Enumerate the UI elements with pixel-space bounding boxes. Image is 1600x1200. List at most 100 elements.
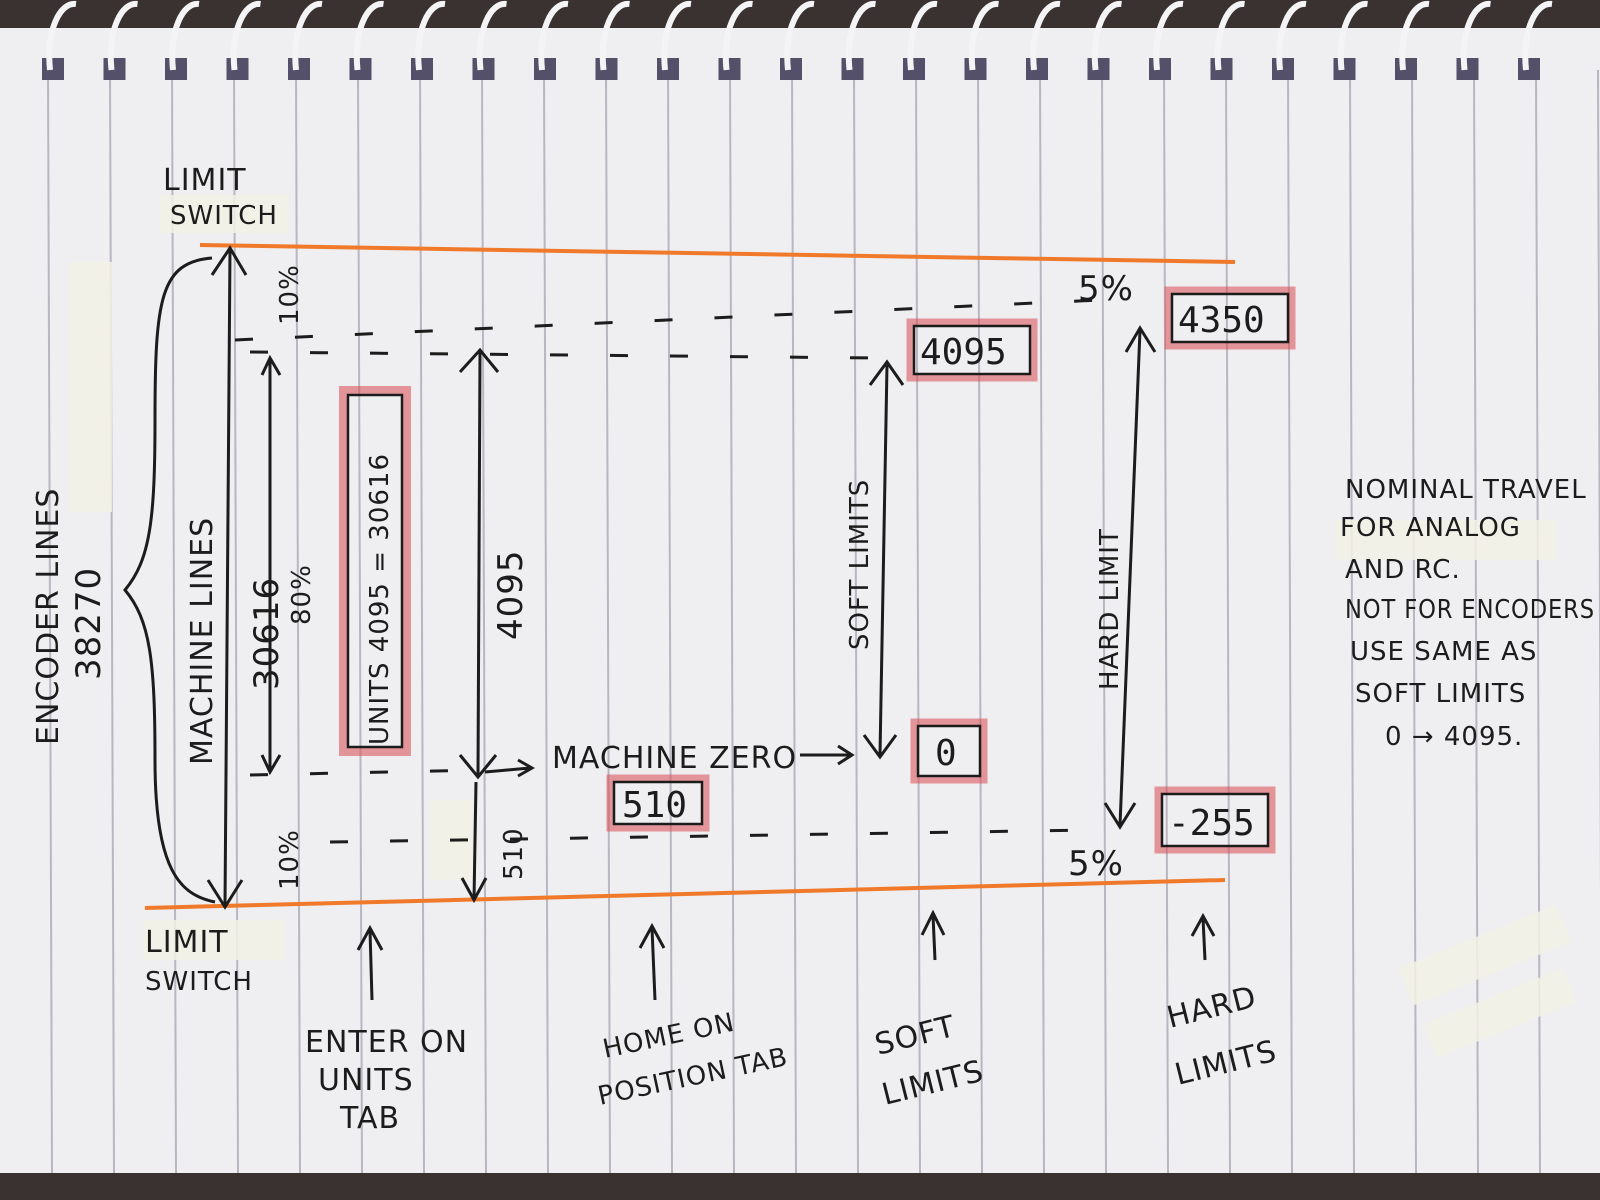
ruling-line bbox=[47, 69, 53, 1174]
machine-lines-arrow bbox=[223, 249, 232, 906]
hard-limit-top-value: 4350 bbox=[1178, 300, 1265, 341]
soft-limits-head-top bbox=[868, 359, 905, 386]
binding-hole bbox=[42, 58, 64, 80]
caption-units-2: UNITS bbox=[318, 1063, 414, 1098]
binding-hole bbox=[903, 58, 925, 80]
binding-coil bbox=[907, 0, 938, 71]
bottom-limit-label-1: LIMIT bbox=[145, 925, 229, 960]
units-top-dashed-line bbox=[249, 350, 881, 360]
soft-top-box bbox=[912, 324, 1032, 376]
binding-hole bbox=[964, 58, 987, 80]
spiral-binding bbox=[42, 0, 1553, 80]
bottom-margin-percent: 10% bbox=[275, 829, 305, 890]
ruling-line bbox=[1039, 69, 1045, 1174]
note-line-4: NOT FOR ENCODERS bbox=[1345, 595, 1595, 625]
top-limit-label-1: LIMIT bbox=[163, 163, 247, 198]
binding-hole bbox=[1149, 58, 1171, 80]
binding-coil bbox=[784, 0, 815, 71]
tape-corner-1 bbox=[1398, 904, 1572, 1006]
tape-note bbox=[1335, 520, 1555, 560]
units-span-head-top bbox=[458, 347, 500, 374]
ruling-line bbox=[419, 69, 425, 1174]
machine-span-head-bottom bbox=[260, 754, 282, 776]
binding-hole bbox=[841, 58, 864, 80]
hard-bottom-box bbox=[1160, 792, 1270, 848]
binding-coil bbox=[968, 0, 999, 71]
binding-coil bbox=[1337, 0, 1368, 71]
tape-bottom-label bbox=[143, 920, 285, 960]
hard-limit-head-top bbox=[1124, 325, 1157, 353]
ruling-line bbox=[357, 69, 363, 1174]
units-span-value: 4095 bbox=[491, 549, 531, 640]
hard-limit-axis-label: HARD LIMIT bbox=[1095, 528, 1125, 690]
soft-limits-head-bottom bbox=[862, 734, 898, 760]
binding-coil bbox=[169, 0, 200, 71]
binding-coil bbox=[415, 0, 446, 71]
soft-limits-axis-label: SOFT LIMITS bbox=[845, 479, 875, 650]
soft-limit-bottom-value: 0 bbox=[935, 733, 957, 774]
ruling-line bbox=[915, 69, 921, 1174]
ruling-line bbox=[1349, 69, 1355, 1174]
bottom-dashed-line bbox=[329, 828, 1091, 844]
soft-bottom-box-highlight bbox=[910, 718, 988, 784]
ruling-line bbox=[1163, 69, 1169, 1174]
tape-pieces bbox=[70, 195, 1577, 1058]
machine-span-head-top bbox=[260, 354, 282, 376]
note-line-5: USE SAME AS bbox=[1350, 637, 1537, 667]
machine-zero-box-value: 510 bbox=[622, 785, 687, 826]
ruling-line bbox=[171, 69, 177, 1174]
bottom-limit-line bbox=[144, 878, 1226, 910]
soft-bottom-box bbox=[916, 724, 982, 778]
note-line-6: SOFT LIMITS bbox=[1355, 679, 1526, 709]
home-offset-value: 510 bbox=[499, 827, 529, 880]
soft-limits-arrow bbox=[878, 364, 889, 756]
binding-coil bbox=[1276, 0, 1307, 71]
machine-zero-label: MACHINE ZERO bbox=[552, 741, 797, 776]
machine-lines-percent: 80% bbox=[287, 564, 317, 625]
tape-left bbox=[70, 262, 112, 512]
binding-hole bbox=[349, 58, 372, 80]
binding-hole bbox=[718, 58, 741, 80]
units-span-arrow bbox=[476, 351, 482, 776]
ruling-line bbox=[481, 69, 487, 1174]
units-box-highlight bbox=[339, 386, 411, 756]
ruling-line bbox=[295, 69, 301, 1174]
machine-arrow-head-bottom bbox=[206, 879, 244, 910]
hard-bottom-percent: 5% bbox=[1068, 844, 1124, 884]
machine-zero-box bbox=[612, 780, 704, 826]
binding-hole bbox=[1333, 58, 1356, 80]
binding-coil bbox=[1030, 0, 1061, 71]
caption-units-3: TAB bbox=[339, 1101, 400, 1136]
binding-coil bbox=[722, 0, 753, 71]
home-caption-arrow bbox=[638, 922, 666, 1001]
binding-coil bbox=[1153, 0, 1184, 71]
top-limit-label-2: SWITCH bbox=[170, 201, 278, 231]
soft-top-box-highlight bbox=[906, 318, 1038, 382]
binding-hole bbox=[1518, 58, 1540, 80]
binding-coil bbox=[599, 0, 630, 71]
binding-coil bbox=[107, 0, 138, 71]
soft-top-dashed-line bbox=[234, 298, 1101, 342]
hard-limit-bottom-value: -255 bbox=[1168, 803, 1255, 844]
note-line-3: AND RC. bbox=[1345, 555, 1461, 585]
bottom-limit-label-2: SWITCH bbox=[145, 967, 253, 997]
ruling-line bbox=[543, 69, 549, 1174]
hard-caption-arrow bbox=[1190, 912, 1216, 961]
home-offset-head bbox=[460, 877, 488, 904]
hard-bottom-box-highlight bbox=[1154, 786, 1276, 854]
binding-coil bbox=[230, 0, 261, 71]
binding-hole bbox=[288, 58, 310, 80]
note-line-7: 0 → 4095. bbox=[1385, 722, 1523, 752]
hard-top-box-highlight bbox=[1164, 286, 1296, 350]
binding-coil bbox=[476, 0, 507, 71]
machine-arrow-head-top bbox=[210, 245, 248, 276]
units-box bbox=[346, 393, 404, 749]
to-machine-zero-arrow bbox=[484, 758, 536, 778]
soft-caption-arrow bbox=[920, 909, 946, 961]
top-limit-line bbox=[199, 243, 1236, 264]
binding-coil bbox=[353, 0, 384, 71]
units-formula: UNITS 4095 = 30616 bbox=[365, 453, 395, 745]
binding-hole bbox=[165, 58, 187, 80]
